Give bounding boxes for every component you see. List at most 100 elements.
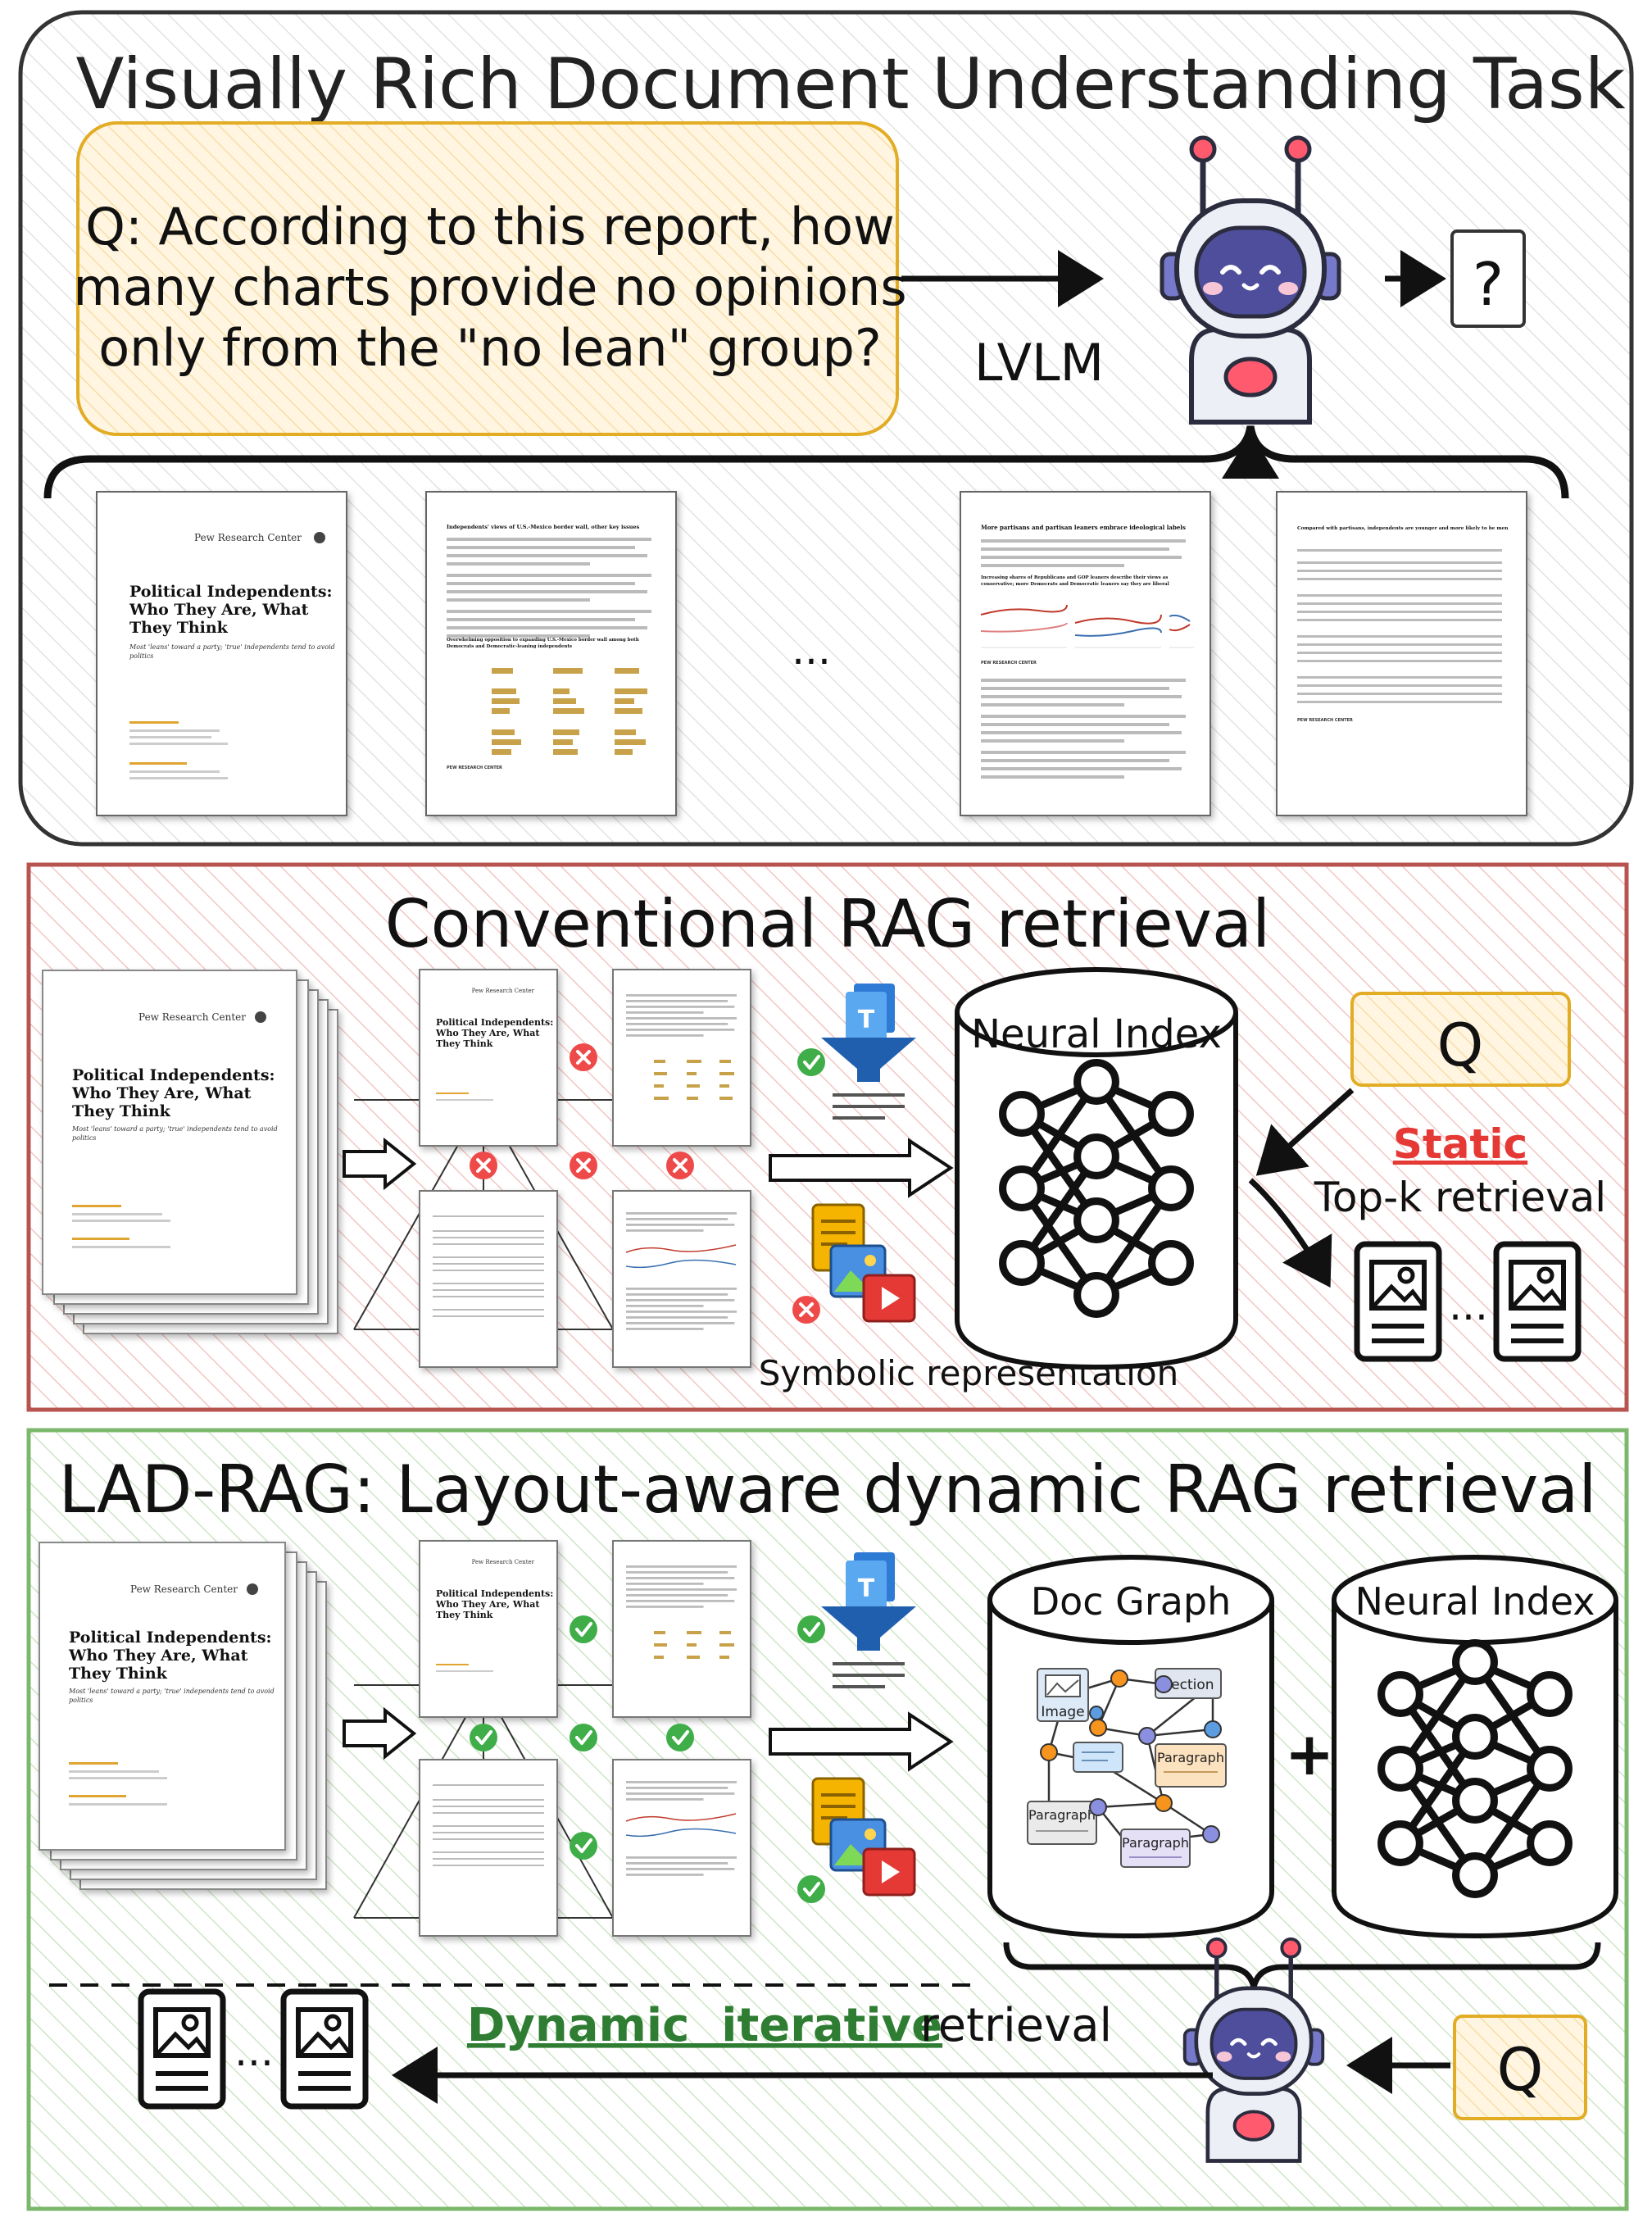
- panel-task: Visually Rich Document Understanding Tas…: [18, 10, 1634, 847]
- mini-page-title-3: They Think: [436, 1038, 493, 1049]
- chart-title-line-1: Increasing shares of Republicans and GOP…: [981, 575, 1168, 580]
- plus-sign: +: [1285, 1720, 1334, 1788]
- mini-lad-title-3: They Think: [436, 1610, 493, 1620]
- pages-ellipsis: ...: [792, 626, 831, 674]
- mini-page-logo: Pew Research Center: [472, 988, 535, 994]
- page-grid: Pew Research Center Political Independen…: [353, 969, 751, 1368]
- question-box: [76, 121, 899, 436]
- retrieved-ellipsis: ...: [1449, 1282, 1488, 1329]
- document-page-demographics: Compared with partisans, independents ar…: [1276, 491, 1527, 816]
- lvlm-label: LVLM: [974, 333, 1104, 393]
- media-rejected-badge: [791, 1294, 822, 1325]
- query-box-lad: [1453, 2015, 1587, 2120]
- page-source: PEW RESEARCH CENTER: [1297, 718, 1353, 723]
- answer-symbol: ?: [1473, 250, 1504, 319]
- graph-node-paragraph-3: Paragraph: [1122, 1835, 1189, 1851]
- page-grid-lad: Pew Research Center Political Independen…: [353, 1540, 751, 1937]
- stack-lad-subtitle-line-1: Most 'leans' toward a party; 'true' inde…: [68, 1688, 275, 1695]
- reject-badge-top: [568, 1042, 599, 1073]
- panel-lad-rag: LAD-RAG: Layout-aware dynamic RAG retrie…: [26, 1428, 1629, 2211]
- query-symbol-lad: Q: [1497, 2035, 1544, 2104]
- media-accepted-badge: [796, 1874, 827, 1905]
- query-box: [1350, 992, 1571, 1087]
- result-page-icon-2: [284, 1992, 365, 2106]
- retrieved-page-icon-2: [1496, 1244, 1578, 1359]
- arrow-stack-to-pages-lad: [343, 1706, 417, 1760]
- mini-page-title-1: Political Independents:: [436, 1017, 553, 1028]
- panel-task-title: Visually Rich Document Understanding Tas…: [75, 43, 1625, 125]
- arrow-index-to-results: [1248, 1178, 1332, 1288]
- doc-graph-label: Doc Graph: [1031, 1579, 1232, 1624]
- stack-lad-title-line-3: They Think: [69, 1665, 168, 1683]
- question-line-2: many charts provide no opinions: [73, 257, 906, 317]
- accept-badge-center: [568, 1722, 599, 1753]
- document-page-ideology: More partisans and partisan leaners embr…: [960, 491, 1211, 816]
- accept-badge-top: [568, 1614, 599, 1645]
- query-symbol: Q: [1437, 1011, 1484, 1079]
- question-line-1: Q: According to this report, how: [85, 197, 895, 257]
- stack-lad-title-line-1: Political Independents:: [69, 1629, 272, 1647]
- stack-subtitle-line-1: Most 'leans' toward a party; 'true' inde…: [71, 1125, 278, 1133]
- retrieval-label: retrieval: [920, 1999, 1112, 2052]
- reject-badge-right: [665, 1150, 696, 1181]
- graph-node-image: Image: [1041, 1704, 1084, 1720]
- document-stack-lad: Pew Research Center Political Independen…: [39, 1542, 327, 1890]
- document-page-border-wall: Independents' views of U.S.-Mexico borde…: [425, 491, 677, 816]
- panel-conventional-title: Conventional RAG retrieval: [385, 886, 1270, 962]
- chart-title-line-1: Overwhelming opposition to expanding U.S…: [447, 638, 639, 643]
- neural-index-label-lad: Neural Index: [1355, 1579, 1595, 1624]
- accept-badge-left: [468, 1722, 499, 1753]
- cover-title-line-3: They Think: [129, 619, 229, 637]
- stack-logo-lad: Pew Research Center: [130, 1583, 238, 1595]
- arrow-query-to-index: [1255, 1088, 1355, 1176]
- page-title: Independents' views of U.S.-Mexico borde…: [447, 524, 640, 530]
- arrow-stack-to-pages: [343, 1137, 417, 1191]
- panel-lad-rag-title: LAD-RAG: Layout-aware dynamic RAG retrie…: [59, 1451, 1597, 1528]
- document-stack: Pew Research Center Political Independen…: [42, 970, 338, 1334]
- page-source: PEW RESEARCH CENTER: [981, 661, 1037, 666]
- page-logo: Pew Research Center: [194, 532, 302, 543]
- accept-badge-right: [665, 1722, 696, 1753]
- topk-retrieval-label: Top-k retrieval: [1314, 1174, 1606, 1221]
- stack-title-line-2: Who They Are, What: [71, 1084, 252, 1102]
- text-accepted-badge: [796, 1047, 827, 1078]
- neural-index-cylinder-lad: Neural Index: [1332, 1555, 1618, 1939]
- mini-lad-title-2: Who They Are, What: [435, 1599, 540, 1610]
- stack-subtitle-line-2: politics: [72, 1134, 96, 1142]
- cover-title-line-1: Political Independents:: [129, 583, 333, 601]
- neural-index-label: Neural Index: [971, 1011, 1222, 1057]
- graph-node-paragraph-1: Paragraph: [1157, 1750, 1224, 1765]
- stack-lad-subtitle-line-2: politics: [69, 1697, 93, 1704]
- arrow-pages-to-index: [769, 1138, 954, 1198]
- page-title: Compared with partisans, independents ar…: [1297, 526, 1509, 531]
- static-label: Static: [1393, 1120, 1527, 1168]
- cover-subtitle-line-2: politics: [129, 652, 153, 660]
- accept-badge-bottom: [568, 1830, 599, 1861]
- stack-title-line-3: They Think: [72, 1102, 171, 1120]
- stack-lad-title-line-2: Who They Are, What: [68, 1647, 248, 1665]
- doc-graph-cylinder: Doc Graph: [987, 1555, 1274, 1939]
- stack-logo: Pew Research Center: [138, 1011, 246, 1023]
- text-accepted-badge-lad: [796, 1614, 827, 1645]
- result-ellipsis: ...: [234, 2028, 274, 2075]
- page-title: More partisans and partisan leaners embr…: [981, 524, 1186, 531]
- dynamic-iterative-label: Dynamic iterative: [467, 1999, 942, 2052]
- mini-page-logo-lad: Pew Research Center: [472, 1559, 535, 1565]
- arrow-pages-to-graph: [769, 1711, 954, 1772]
- question-line-3: only from the "no lean" group?: [98, 318, 882, 378]
- cover-subtitle-line-1: Most 'leans' toward a party; 'true' inde…: [129, 643, 335, 651]
- panel-conventional-rag: Conventional RAG retrieval Pew Research …: [26, 862, 1629, 1412]
- chart-title-line-2: Democrats and Democratic-leaning indepen…: [447, 644, 572, 649]
- stack-title-line-1: Political Independents:: [72, 1066, 275, 1084]
- mini-lad-title-1: Political Independents:: [436, 1588, 553, 1599]
- graph-node-paragraph-2: Paragraph: [1028, 1807, 1096, 1823]
- reject-badge-left: [468, 1150, 499, 1181]
- page-source: PEW RESEARCH CENTER: [447, 766, 502, 770]
- answer-box: [1450, 229, 1526, 328]
- pages-brace: [43, 425, 1569, 499]
- chart-title-line-2: conservative; more Democrats and Democra…: [981, 582, 1169, 587]
- doc-graph-network: Image Section Paragraph Paragraph Paragr…: [1027, 1668, 1227, 1868]
- result-page-icon-1: [141, 1992, 223, 2106]
- cover-title-line-2: Who They Are, What: [129, 601, 309, 619]
